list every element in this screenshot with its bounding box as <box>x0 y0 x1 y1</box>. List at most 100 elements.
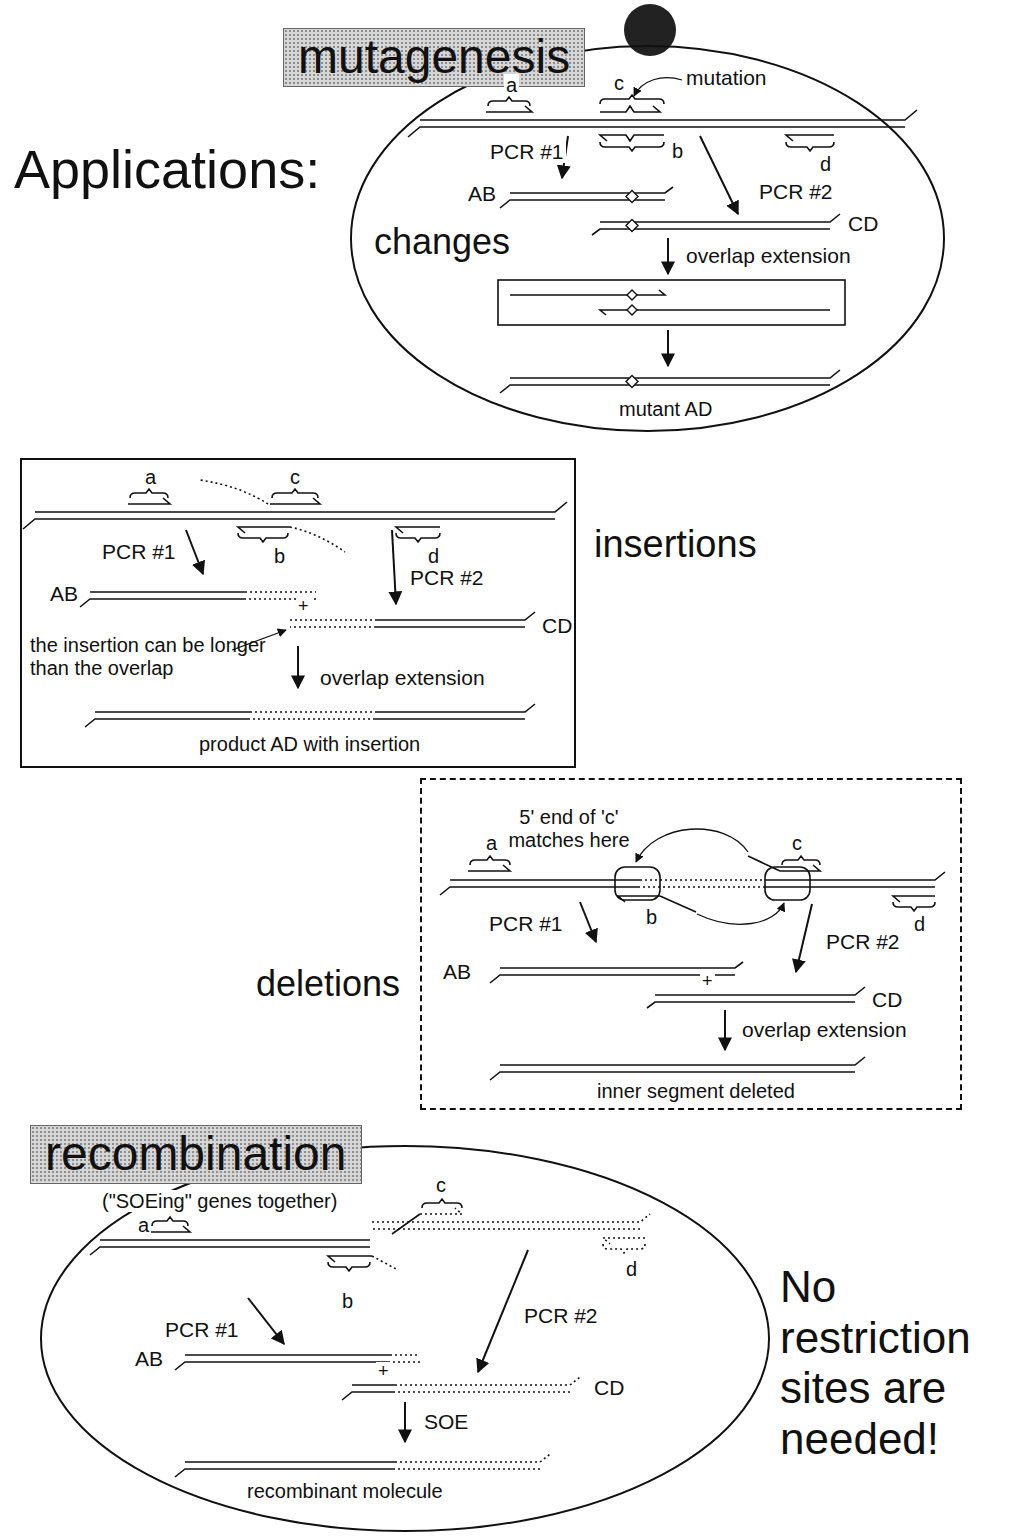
product-label: AB <box>133 1347 165 1370</box>
primer-label: c <box>434 1174 448 1196</box>
product-label: CD <box>592 1376 626 1399</box>
product-label: AB <box>441 960 473 983</box>
dna-drawing-part <box>175 1462 395 1477</box>
dna-drawing-part <box>626 220 638 232</box>
primer-label: c <box>790 832 804 854</box>
dna-drawing-part <box>782 856 820 865</box>
dna-drawing-part <box>500 187 673 208</box>
dna-drawing-part <box>392 1214 420 1234</box>
reaction-label: PCR #2 <box>408 566 486 589</box>
insertion-scheme <box>23 480 567 727</box>
dna-drawing-part <box>700 136 738 214</box>
step-label: SOE <box>422 1410 470 1433</box>
dna-drawing-part <box>603 1244 645 1253</box>
note-text: the insertion can be longer than the ove… <box>28 634 272 680</box>
dna-drawing-part <box>634 78 682 96</box>
primer-label: d <box>912 913 927 935</box>
dna-drawing-part <box>440 880 640 895</box>
dna-drawing-part <box>490 1057 865 1080</box>
dna-drawing-part <box>372 1214 650 1229</box>
dna-drawing-part <box>627 290 637 300</box>
dna-drawing-part <box>290 620 376 627</box>
dna-drawing-part <box>150 1226 190 1232</box>
dna-drawing-part <box>175 1355 390 1370</box>
dna-drawing-part <box>786 142 834 151</box>
dna-drawing-part <box>592 214 840 235</box>
dna-drawing-part <box>626 376 638 388</box>
dna-drawing-part <box>647 987 865 1008</box>
dna-drawing-part <box>186 530 203 574</box>
dna-drawing-part <box>328 1256 372 1262</box>
dna-drawing-part <box>498 280 845 325</box>
dna-drawing-part <box>90 1240 370 1255</box>
primer-label: c <box>288 466 302 488</box>
primer-label: a <box>143 466 158 488</box>
dna-drawing-part <box>627 305 637 315</box>
dna-drawing-part <box>152 1217 188 1226</box>
primer-label: b <box>340 1290 355 1312</box>
dna-drawing-part <box>297 646 299 688</box>
dna-drawing-part <box>23 502 567 529</box>
dna-drawing-part <box>615 867 660 900</box>
dna-drawing-part <box>392 530 396 604</box>
product-label: CD <box>870 988 904 1011</box>
section-label: insertions <box>592 524 759 566</box>
product-label: AB <box>466 182 498 205</box>
dna-drawing-part <box>272 489 318 498</box>
dna-drawing-part <box>408 110 917 137</box>
section-heading: recombination <box>30 1125 362 1184</box>
dna-drawing-part <box>600 135 664 141</box>
dna-drawing-part <box>765 872 945 887</box>
dna-drawing-part <box>128 498 170 504</box>
dna-drawing-part <box>667 238 669 274</box>
section-label: deletions <box>254 964 402 1004</box>
dna-drawing-part <box>478 1250 528 1372</box>
plus-sign: + <box>296 597 311 617</box>
recombination-scheme <box>90 1199 650 1477</box>
dna-drawing-part <box>372 1256 398 1270</box>
step-label: overlap extension <box>684 244 853 267</box>
dna-drawing-part <box>200 480 268 504</box>
primer-label: c <box>612 72 626 94</box>
dna-drawing-part <box>600 106 660 112</box>
dna-drawing-part <box>470 856 510 865</box>
dna-drawing-part <box>248 1298 284 1344</box>
dna-drawing-part <box>488 97 530 106</box>
dna-drawing-part <box>375 704 535 719</box>
dna-drawing-part <box>796 904 812 972</box>
dna-drawing-part <box>765 867 810 900</box>
dna-drawing-part <box>468 865 510 871</box>
reaction-label: PCR #1 <box>100 540 178 563</box>
dna-drawing-part <box>342 1385 395 1400</box>
product-label: CD <box>540 614 574 637</box>
reaction-label: PCR #2 <box>824 930 902 953</box>
product-label: inner segment deleted <box>595 1080 797 1102</box>
dna-drawing-part <box>786 135 834 141</box>
reaction-label: PCR #1 <box>487 912 565 935</box>
product-label: product AD with insertion <box>197 733 422 755</box>
primer-label: a <box>136 1214 151 1236</box>
dna-drawing-part <box>232 630 286 650</box>
dna-drawing-part <box>490 962 743 983</box>
section-note: changes <box>372 222 512 262</box>
dna-drawing-part <box>396 527 440 533</box>
product-label: AB <box>48 582 80 605</box>
dna-drawing-part <box>238 533 288 542</box>
primer-label: d <box>818 153 833 175</box>
dna-drawing-part <box>420 1208 462 1214</box>
section-note: ("SOEing" genes together) <box>100 1190 339 1212</box>
ellipse-outline-shape <box>351 46 944 431</box>
dna-drawing-part <box>697 903 784 924</box>
dna-drawing-part <box>395 1377 580 1392</box>
dna-drawing-part <box>562 136 568 178</box>
dna-drawing-part <box>390 1355 420 1362</box>
reaction-label: PCR #1 <box>163 1318 241 1341</box>
primer-label: d <box>426 545 441 567</box>
dna-drawing-part <box>618 896 696 912</box>
step-label: overlap extension <box>318 666 487 689</box>
dna-drawing-part <box>238 527 290 533</box>
dna-drawing-part <box>626 191 638 203</box>
dna-drawing-part <box>724 1010 726 1050</box>
dna-drawing-part <box>270 498 320 504</box>
primer-label: d <box>624 1258 639 1280</box>
